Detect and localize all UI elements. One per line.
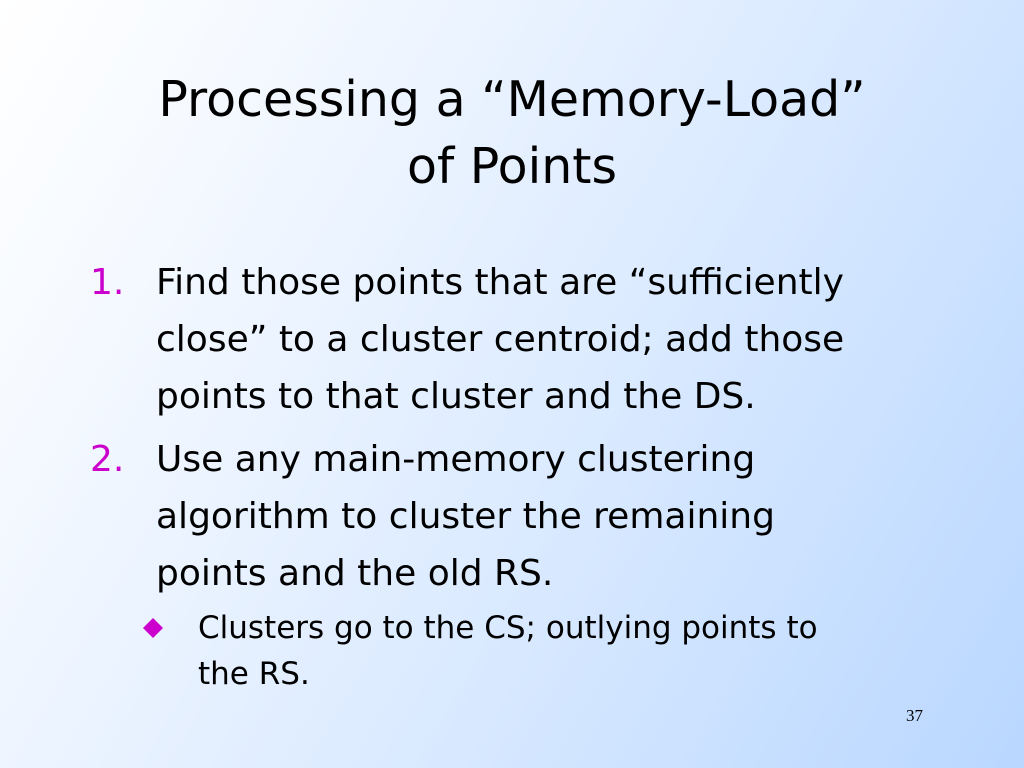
- title-line-1: Processing a “Memory-Load”: [158, 71, 866, 128]
- list-item-1: Find those points that are “sufficiently…: [156, 254, 844, 425]
- list-item-2: Use any main-memory clustering algorithm…: [156, 431, 775, 602]
- sub-item-1-line-1: Clusters go to the CS; outlying points t…: [198, 610, 818, 646]
- item-2-number: 2.: [90, 439, 125, 480]
- diamond-bullet-icon: [143, 618, 163, 638]
- sub-item-1-line-2: the RS.: [198, 656, 310, 692]
- page-number: 37: [906, 706, 923, 725]
- title-line-2: of Points: [407, 138, 617, 195]
- item-2-line-1: Use any main-memory clustering: [156, 439, 756, 480]
- item-1-line-3: points to that cluster and the DS.: [156, 376, 756, 417]
- item-2-line-2: algorithm to cluster the remaining: [156, 496, 775, 537]
- sub-list-item-1: Clusters go to the CS; outlying points t…: [198, 605, 818, 697]
- item-1-number: 1.: [90, 262, 125, 303]
- item-1-line-1: Find those points that are “sufficiently: [156, 262, 844, 303]
- item-1-line-2: close” to a cluster centroid; add those: [156, 319, 845, 360]
- slide-title: Processing a “Memory-Load” of Points: [60, 66, 964, 200]
- item-2-line-3: points and the old RS.: [156, 553, 554, 594]
